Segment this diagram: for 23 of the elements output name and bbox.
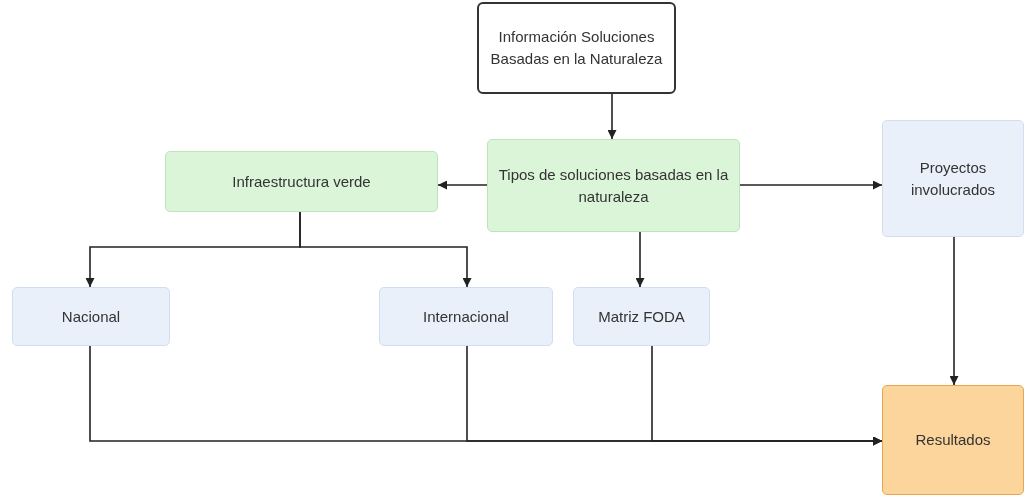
arrow [607,93,617,140]
process-box [12,287,170,346]
node-label: Internacional [423,306,509,327]
process-box [882,385,1024,495]
arrow [299,211,472,288]
process-box [573,287,710,346]
node-label: Resultados [915,430,991,451]
source-box [477,2,676,94]
process-box [487,139,740,232]
node-label: Tipos de soluciones basadas en la naturaleza [497,164,730,207]
node-label: Matriz FODA [598,306,685,327]
node-label: Nacional [61,306,121,327]
node-label: Proyectos involucrados [909,157,997,200]
arrow [949,236,959,386]
arrow [635,231,645,288]
process-box [379,287,553,346]
process-box [165,151,438,212]
node-label: Infraestructura verde [232,171,371,192]
process-box [882,120,1024,237]
arrow [437,180,488,190]
node-label: Información Soluciones Basadas en la Naturaleza [489,27,664,69]
arrow [651,345,883,446]
arrow [739,180,883,190]
